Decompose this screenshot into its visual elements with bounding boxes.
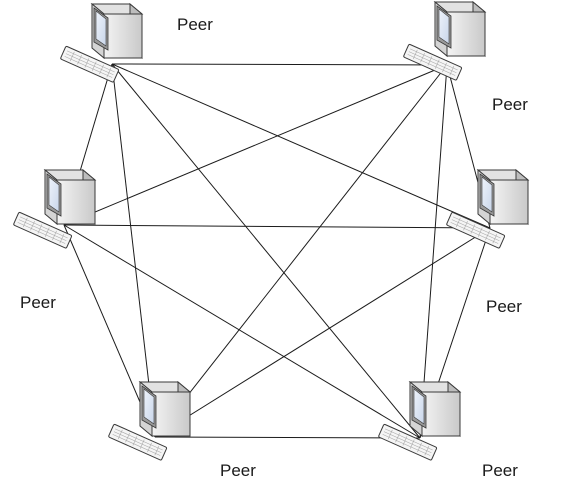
peer-node[interactable]: Peer: [107, 381, 256, 480]
desktop-computer-icon: [107, 381, 191, 461]
connection-line: [419, 64, 448, 439]
connection-line: [111, 63, 421, 439]
connection-line: [111, 63, 448, 66]
connection-line: [63, 64, 448, 226]
connection-line: [111, 63, 491, 229]
connection-line: [63, 224, 421, 439]
peer-node[interactable]: Peer: [377, 381, 518, 480]
connection-line: [154, 436, 421, 439]
desktop-computer-icon: [445, 169, 529, 249]
connection-line: [111, 63, 156, 438]
desktop-computer-icon: [59, 3, 143, 83]
peer-label: Peer: [486, 297, 522, 316]
desktop-computer-icon: [402, 1, 486, 81]
peer-label: Peer: [220, 461, 256, 480]
peer-label: Peer: [482, 461, 518, 480]
desktop-computer-icon: [377, 381, 461, 461]
peer-label: Peer: [20, 293, 56, 312]
connection-line: [63, 224, 491, 229]
peer-node[interactable]: Peer: [402, 1, 528, 114]
peer-node[interactable]: Peer: [12, 169, 96, 312]
peer-node[interactable]: Peer: [445, 169, 529, 316]
peer-node[interactable]: Peer: [59, 3, 213, 83]
peer-label: Peer: [492, 95, 528, 114]
connection-line: [154, 64, 448, 438]
connection-line: [154, 227, 491, 438]
peer-label: Peer: [177, 15, 213, 34]
